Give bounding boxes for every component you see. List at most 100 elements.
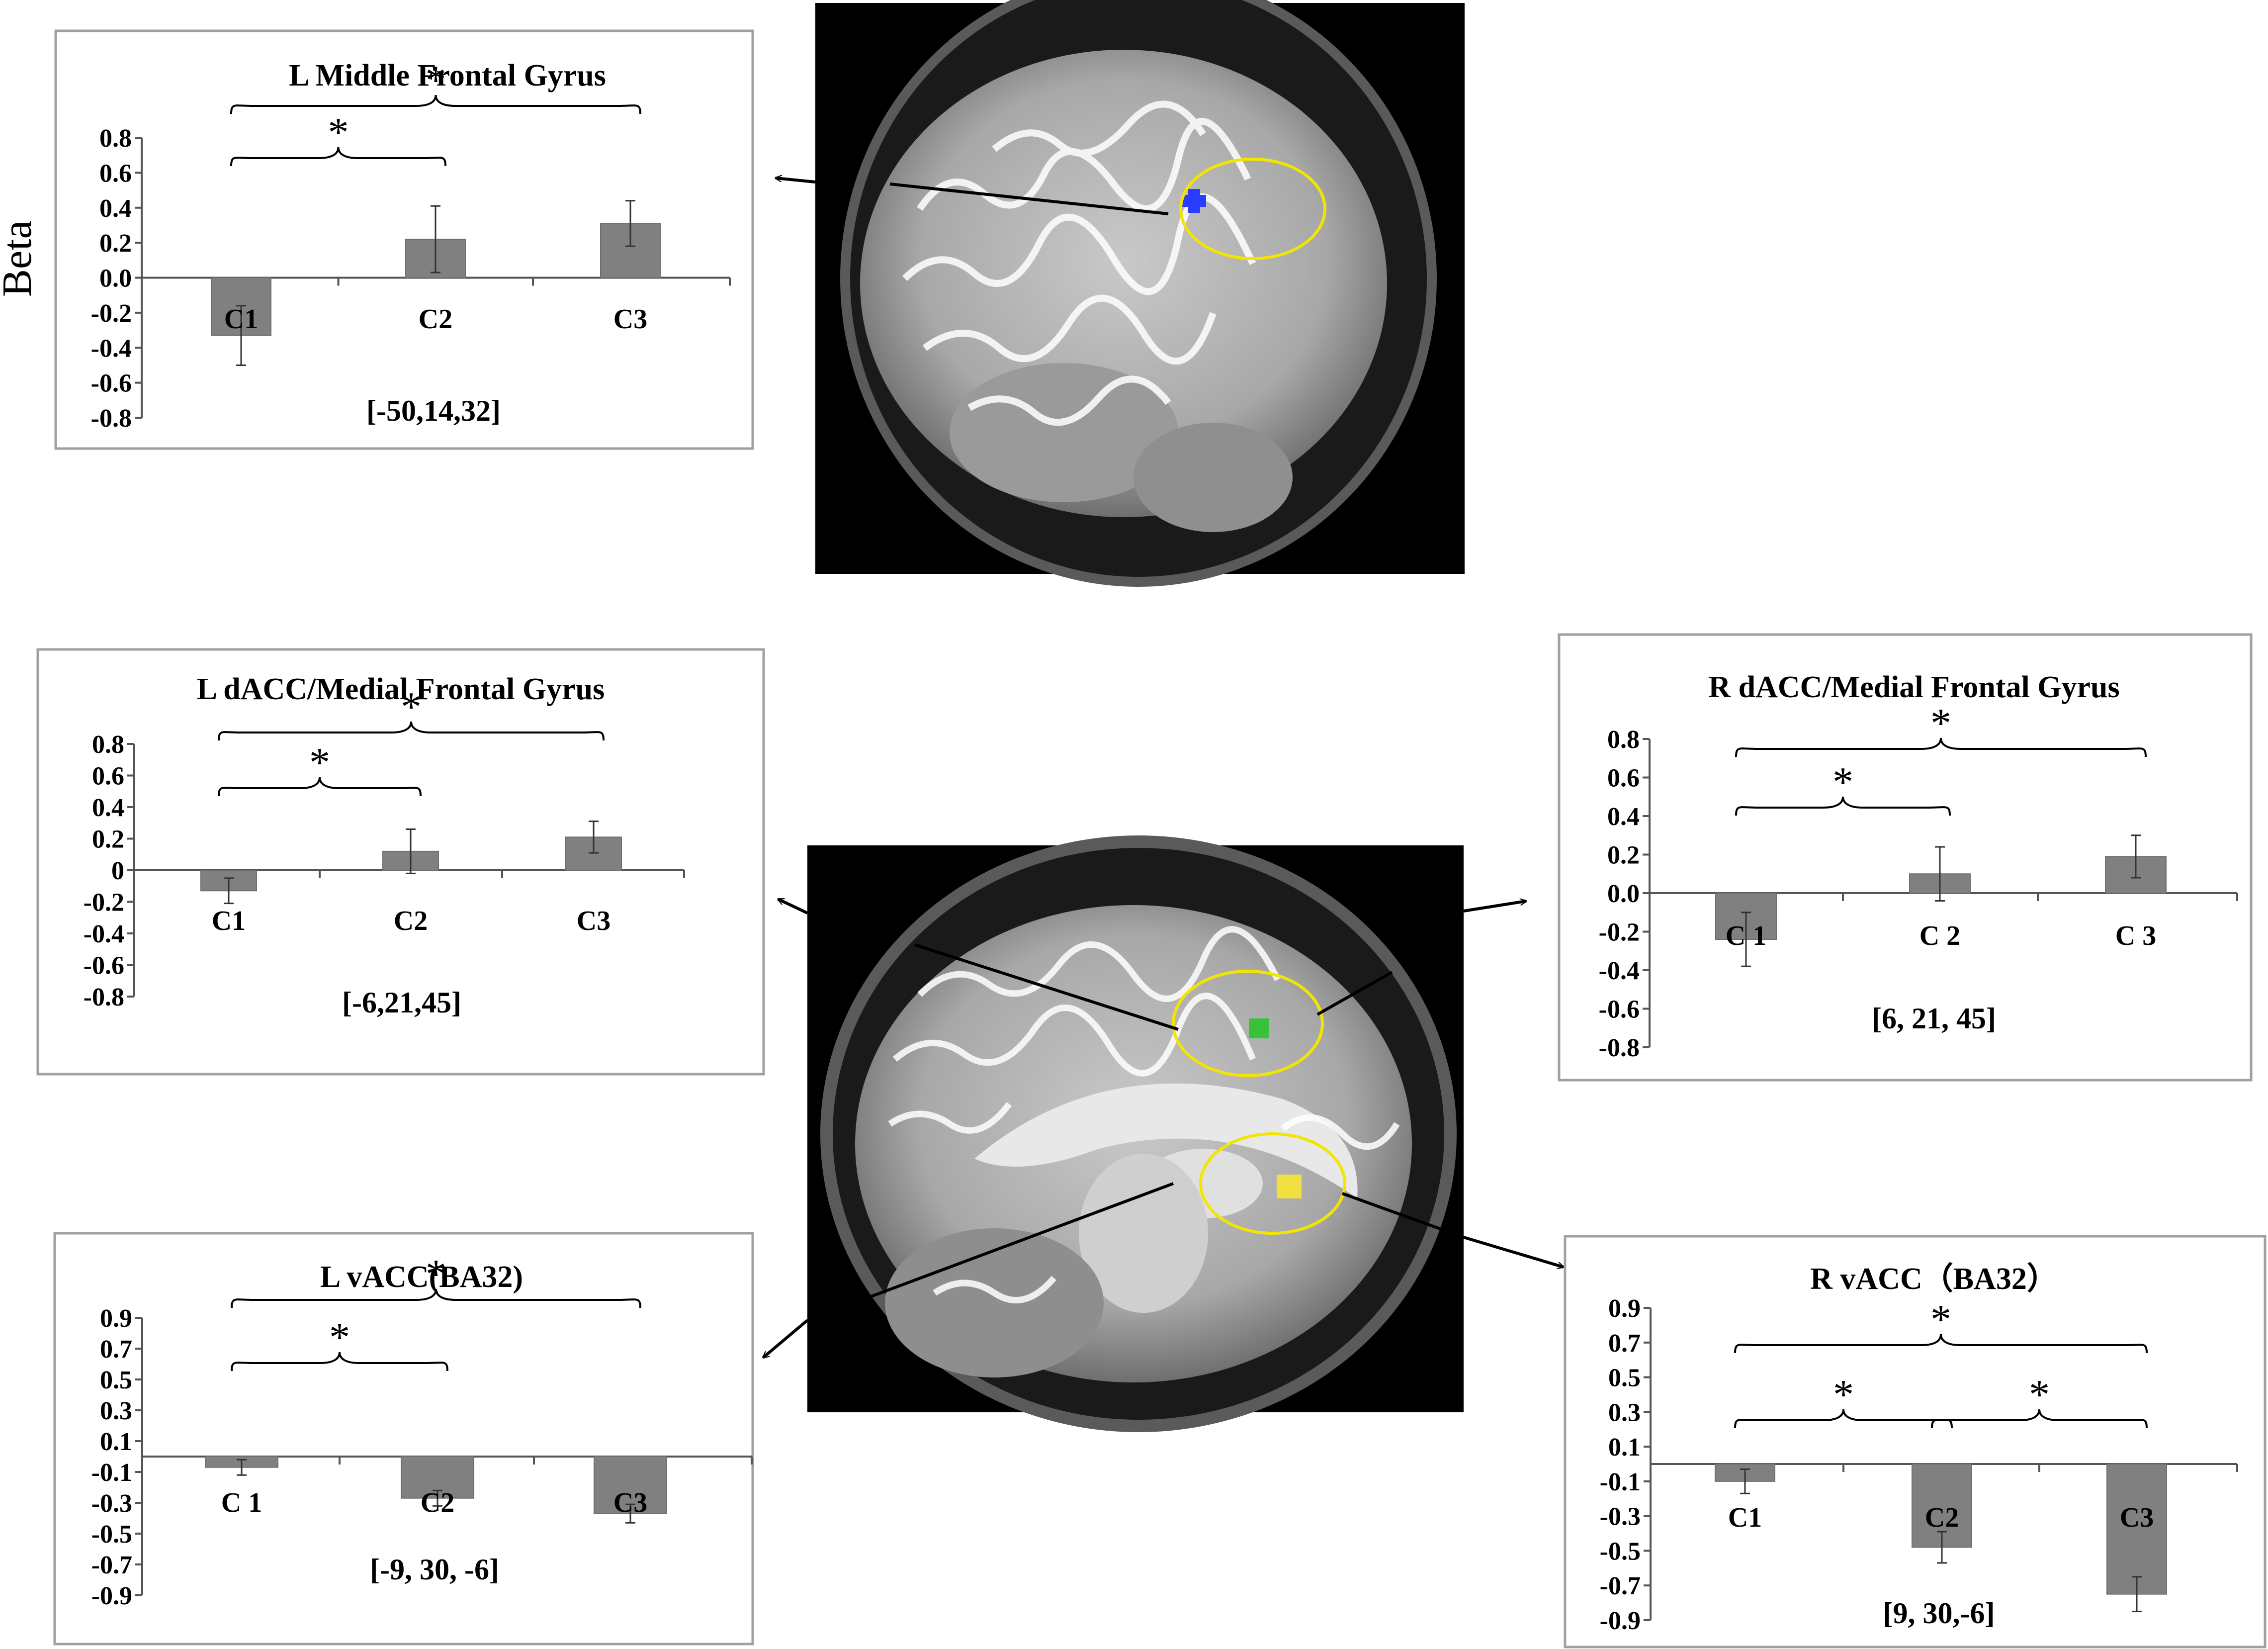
y-tick-label: 0.4 — [92, 794, 124, 822]
brain-image-lateral — [815, 0, 1465, 587]
chart-title: R dACC/Medial Frontal Gyrus — [1708, 670, 2119, 704]
significance-bracket — [231, 1288, 641, 1308]
significance-star: * — [328, 109, 349, 156]
significance-bracket — [230, 94, 641, 114]
y-tick-label: 0.4 — [99, 194, 132, 223]
y-tick-label: 0.6 — [99, 159, 132, 187]
significance-star: * — [426, 57, 446, 103]
roi-ellipse-mfg — [1179, 158, 1326, 260]
y-tick-label: 0 — [111, 857, 124, 885]
y-tick-label: 0.3 — [1608, 1398, 1641, 1427]
significance-bracket — [230, 147, 446, 167]
significance-bracket — [1931, 1409, 2148, 1429]
y-tick-label: -0.4 — [1599, 957, 1640, 985]
y-tick-label: 0.2 — [1607, 841, 1640, 870]
y-tick-label: 0.2 — [99, 229, 132, 258]
x-tick-label: C 3 — [2115, 920, 2156, 951]
y-tick-label: 0.4 — [1607, 803, 1640, 831]
y-tick-label: -0.4 — [91, 334, 132, 363]
y-tick-label: 0.0 — [99, 265, 132, 293]
y-tick-label: -0.1 — [91, 1459, 132, 1487]
x-tick-label: C2 — [1925, 1502, 1959, 1533]
roi-ellipse-vacc — [1199, 1132, 1346, 1235]
y-tick-label: 0.0 — [1607, 880, 1640, 908]
chart-frame — [53, 1232, 754, 1646]
significance-star: * — [309, 739, 330, 786]
significance-star: * — [2029, 1372, 2050, 1418]
y-tick-label: -0.9 — [91, 1582, 132, 1610]
y-tick-label: -0.5 — [1600, 1537, 1641, 1565]
peak-coordinates: [-6,21,45] — [342, 986, 461, 1019]
brain-image-sagittal — [807, 835, 1464, 1432]
significance-bracket — [1734, 1334, 2148, 1354]
significance-star: * — [329, 1314, 350, 1361]
y-tick-label: 0.1 — [1608, 1433, 1641, 1462]
y-tick-label: -0.2 — [91, 299, 132, 328]
y-tick-label: 0.6 — [1607, 764, 1640, 793]
y-tick-label: -0.3 — [1600, 1503, 1641, 1531]
x-tick-label: C1 — [224, 304, 258, 335]
significance-bracket — [218, 777, 422, 797]
x-tick-label: C1 — [212, 906, 246, 936]
y-tick-label: -0.1 — [1600, 1468, 1641, 1496]
chart-title: L vACC(BA32) — [320, 1260, 523, 1294]
x-tick-label: C1 — [1728, 1502, 1762, 1533]
y-tick-label: 0.1 — [100, 1428, 132, 1456]
peak-coordinates: [-9, 30, -6] — [370, 1553, 499, 1586]
x-tick-label: C3 — [613, 304, 647, 335]
x-tick-label: C2 — [394, 906, 428, 936]
significance-star: * — [1832, 759, 1853, 805]
y-axis-label: Beta — [0, 220, 40, 297]
chart-panel-r-dacc: R dACC/Medial Frontal Gyrus 0.8 0.6 0.4 0.2… — [1558, 633, 2253, 1082]
y-tick-label: 0.5 — [1608, 1364, 1641, 1392]
chart-panel-l-vacc: L vACC(BA32) 0.90.70.5 0.3 0.1 -0.1-0.3-0.5… — [53, 1232, 754, 1646]
y-tick-label: 0.7 — [100, 1335, 132, 1364]
y-tick-label: 0.5 — [100, 1366, 132, 1394]
chart-title: L Middle Frontal Gyrus — [289, 59, 606, 92]
y-tick-label: -0.9 — [1600, 1607, 1641, 1635]
significance-bracket — [1735, 796, 1951, 816]
chart-title: R vACC（BA32） — [1810, 1261, 2058, 1296]
significance-star: * — [1833, 1372, 1854, 1418]
x-tick-label: C3 — [2120, 1502, 2154, 1533]
x-tick-label: C 2 — [1919, 920, 1960, 951]
y-tick-label: 0.9 — [100, 1304, 132, 1333]
y-tick-label: -0.8 — [1599, 1034, 1640, 1062]
significance-star: * — [426, 1251, 446, 1297]
y-tick-label: 0.6 — [92, 762, 124, 791]
y-tick-label: 0.8 — [1607, 726, 1640, 754]
y-tick-label: 0.3 — [100, 1397, 132, 1425]
y-tick-label: -0.5 — [91, 1520, 132, 1549]
chart-panel-l-middle-frontal-gyrus: L Middle Frontal Gyrus 0.8 0.6 0.4 0.2 0.0 -0… — [54, 29, 754, 450]
y-tick-label: -0.7 — [1600, 1572, 1641, 1600]
chart-panel-l-dacc: L dACC/Medial Frontal Gyrus 0.8 0.6 0.4 0.2… — [36, 648, 765, 1076]
y-tick-label: -0.2 — [1599, 918, 1640, 947]
x-tick-label: C3 — [577, 906, 611, 936]
y-tick-label: -0.4 — [84, 920, 124, 948]
x-tick-label: C 1 — [1726, 920, 1766, 951]
y-tick-label: 0.8 — [99, 124, 132, 153]
chart-panel-r-vacc: R vACC（BA32） 0.90.70.50.30.1-0.1-0.3-0.5… — [1564, 1235, 2267, 1649]
chart-title: L dACC/Medial Frontal Gyrus — [197, 672, 605, 706]
y-tick-label: -0.7 — [91, 1551, 132, 1579]
y-tick-label: -0.6 — [84, 952, 124, 980]
significance-bracket — [1735, 737, 2147, 757]
y-tick-label: -0.6 — [91, 369, 132, 398]
significance-bracket — [231, 1352, 448, 1372]
y-tick-label: 0.7 — [1608, 1329, 1641, 1358]
x-tick-label: C2 — [421, 1487, 454, 1518]
y-tick-label: -0.8 — [84, 983, 124, 1011]
x-tick-label: C 1 — [221, 1487, 262, 1518]
y-tick-label: -0.3 — [91, 1489, 132, 1518]
y-tick-label: 0.8 — [92, 731, 124, 759]
significance-star: * — [1930, 700, 1951, 746]
peak-coordinates: [6, 21, 45] — [1872, 1002, 1996, 1035]
y-tick-label: -0.6 — [1599, 996, 1640, 1024]
roi-ellipse-dacc — [1172, 970, 1324, 1077]
connector-arrows — [763, 178, 1564, 1358]
peak-coordinates: [-50,14,32] — [366, 394, 501, 427]
significance-star: * — [401, 684, 422, 730]
y-tick-label: 0.2 — [92, 825, 124, 854]
significance-bracket — [218, 721, 605, 741]
